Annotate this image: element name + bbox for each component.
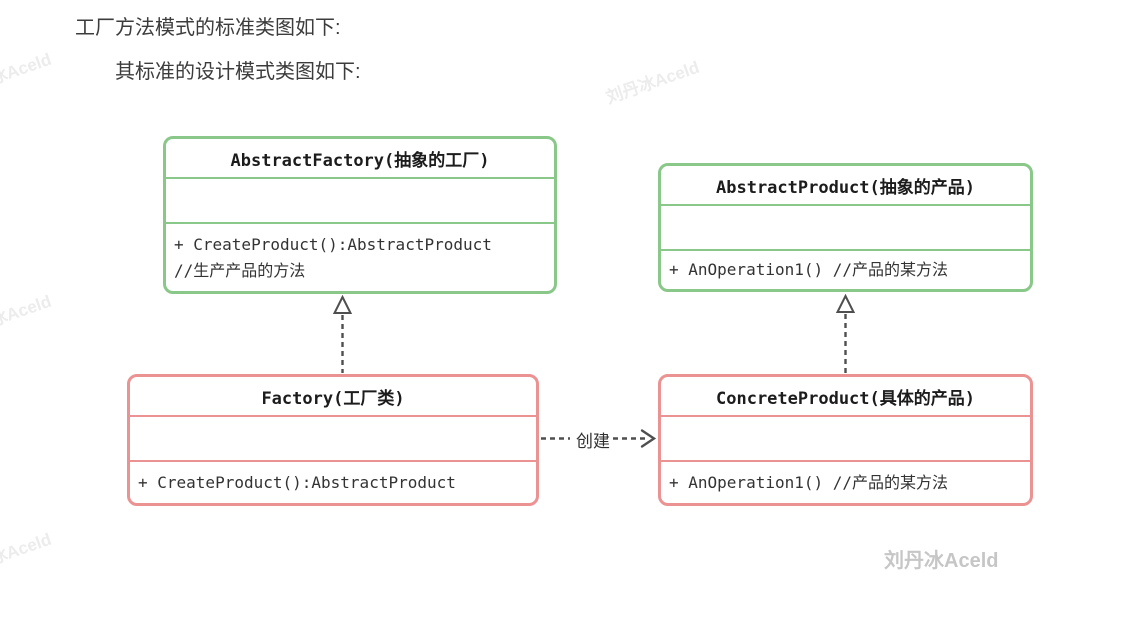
watermark-tile: 刘丹冰Aceld: [603, 57, 702, 108]
class-attributes: [130, 417, 536, 462]
method-line: + AnOperation1() //产品的某方法: [669, 472, 949, 492]
realization-arrow-factory: [332, 294, 353, 373]
hollow-triangle-arrowhead-icon: [332, 294, 353, 314]
method-line: + CreateProduct():AbstractProduct: [138, 472, 456, 492]
watermark-signature: 刘丹冰Aceld: [884, 550, 999, 572]
watermark-tile: 刘丹冰Aceld: [0, 529, 54, 580]
class-title: AbstractProduct(抽象的产品): [661, 166, 1030, 206]
create-arrow-label: 创建: [576, 432, 610, 451]
class-methods: + AnOperation1() //产品的某方法: [661, 251, 1030, 289]
watermark-tile: 刘丹冰Aceld: [0, 49, 54, 100]
watermark-tile: 刘丹冰Aceld: [0, 291, 54, 342]
class-attributes: [661, 417, 1030, 462]
open-arrowhead-icon: [640, 429, 657, 448]
class-title: AbstractFactory(抽象的工厂): [166, 139, 554, 179]
class-box-abstract-factory: AbstractFactory(抽象的工厂) + CreateProduct()…: [163, 136, 557, 294]
method-line: + CreateProduct():AbstractProduct: [174, 234, 492, 254]
realization-arrow-product: [835, 293, 856, 373]
method-comment-line: //生产产品的方法: [174, 260, 306, 280]
class-box-concrete-product: ConcreteProduct(具体的产品) + AnOperation1() …: [658, 374, 1033, 506]
heading-line-2: 其标准的设计模式类图如下:: [115, 61, 361, 83]
class-attributes: [166, 179, 554, 224]
class-title: Factory(工厂类): [130, 377, 536, 417]
heading-line-1: 工厂方法模式的标准类图如下:: [75, 17, 341, 39]
class-box-abstract-product: AbstractProduct(抽象的产品) + AnOperation1() …: [658, 163, 1033, 292]
class-methods: + AnOperation1() //产品的某方法: [661, 462, 1030, 503]
class-title: ConcreteProduct(具体的产品): [661, 377, 1030, 417]
class-methods: + CreateProduct():AbstractProduct: [130, 462, 536, 503]
class-methods: + CreateProduct():AbstractProduct //生产产品…: [166, 224, 554, 291]
method-line: + AnOperation1() //产品的某方法: [669, 260, 949, 279]
hollow-triangle-arrowhead-icon: [835, 293, 856, 313]
class-box-factory: Factory(工厂类) + CreateProduct():AbstractP…: [127, 374, 539, 506]
class-attributes: [661, 206, 1030, 251]
